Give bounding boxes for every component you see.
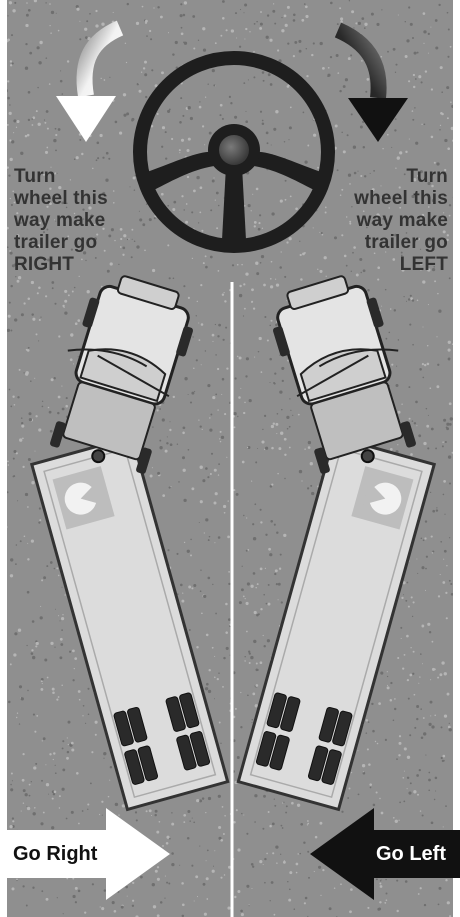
truck-left (32, 266, 228, 809)
curved-arrow-left-icon (56, 28, 120, 142)
go-right-label: Go Right (13, 842, 97, 866)
instruction-left: Turn wheel this way make trailer go RIGH… (14, 166, 108, 276)
tractor-right (263, 266, 426, 477)
steering-wheel-icon (140, 58, 328, 246)
trailer-left (32, 437, 228, 810)
truck-right (238, 266, 434, 809)
curved-arrow-right-icon (338, 30, 408, 142)
go-left-label: Go Left (376, 842, 446, 866)
tractor-left (39, 266, 202, 477)
instruction-right: Turn wheel this way make trailer go LEFT (354, 166, 448, 276)
trailer-right (238, 437, 434, 810)
